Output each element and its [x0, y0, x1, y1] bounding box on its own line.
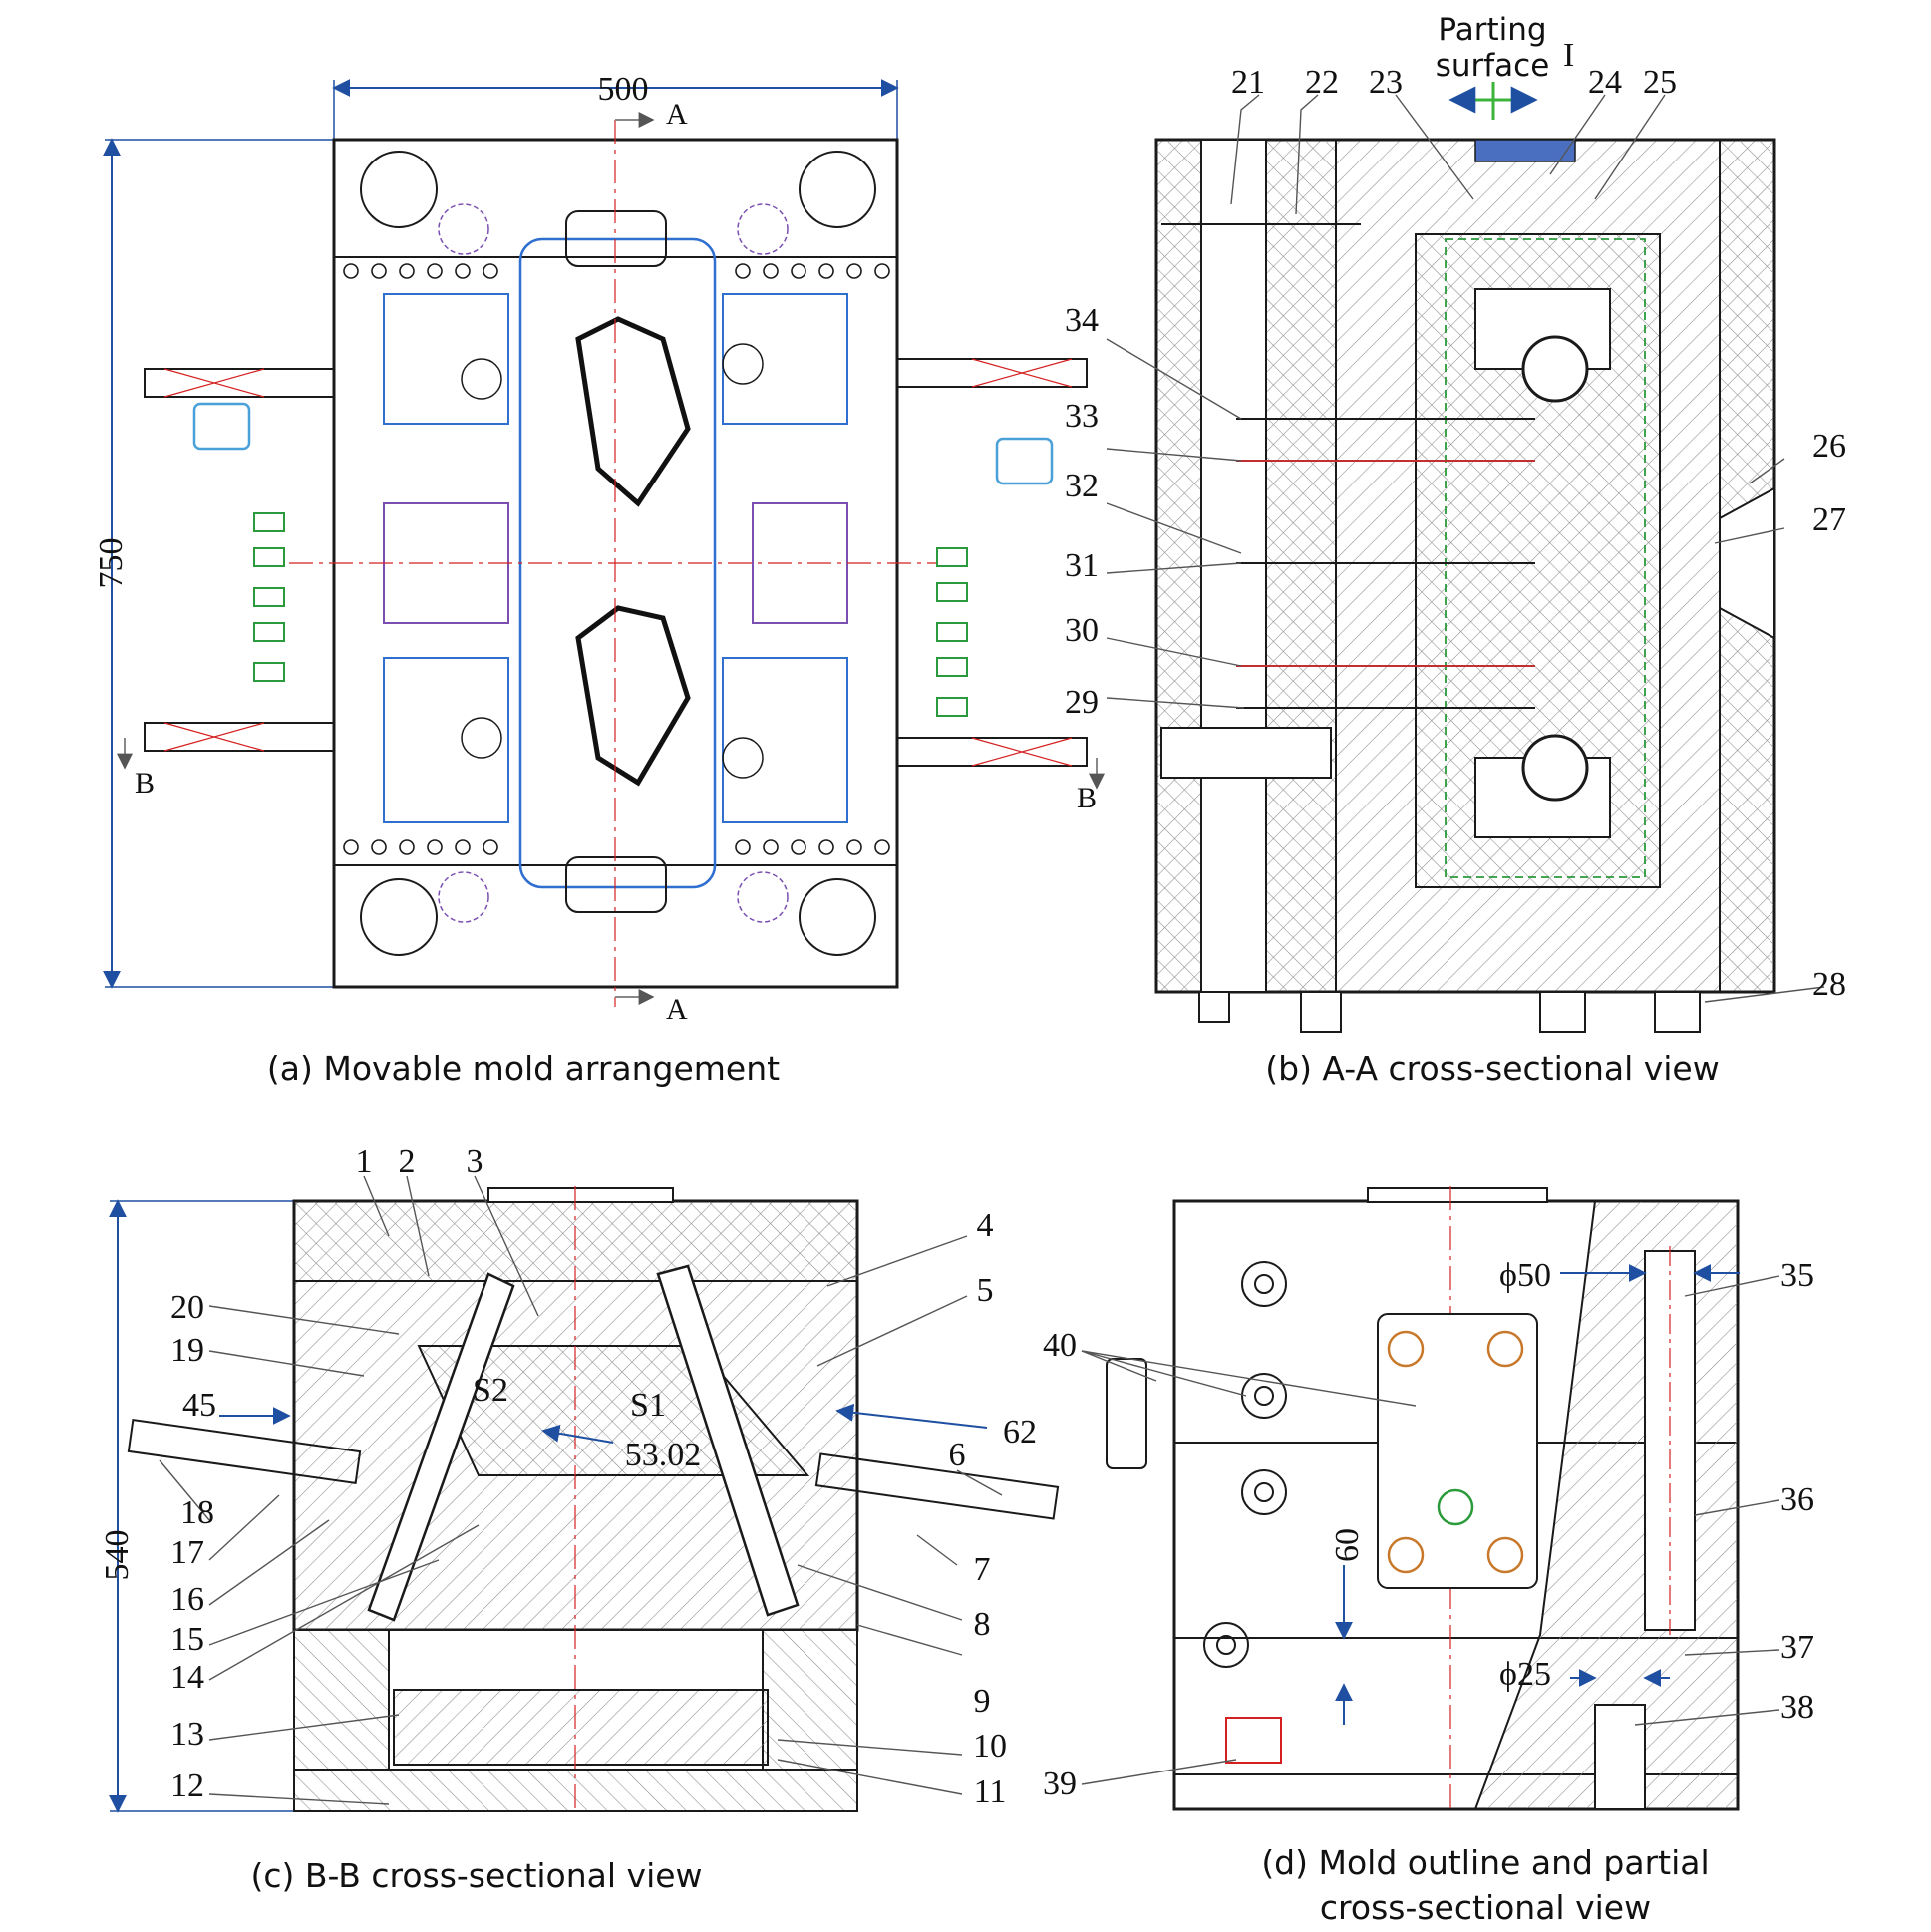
label-9: 9	[974, 1683, 991, 1720]
label-27: 27	[1812, 501, 1846, 538]
label-15: 15	[170, 1621, 204, 1658]
label-24: 24	[1588, 64, 1622, 101]
label-12: 12	[170, 1768, 204, 1804]
parting-label-1: Parting	[1438, 12, 1546, 48]
dim-height-label: 750	[93, 538, 130, 589]
caption-c: (c) B-B cross-sectional view	[250, 1856, 702, 1895]
parting-label-2: surface	[1436, 48, 1550, 84]
label-7: 7	[974, 1551, 991, 1588]
label-1: 1	[356, 1143, 373, 1180]
panel-a-movable-mold: 500 750	[93, 71, 1105, 1088]
label-26: 26	[1812, 428, 1846, 465]
label-3: 3	[467, 1143, 483, 1180]
label-5: 5	[977, 1272, 994, 1309]
label-6: 6	[949, 1437, 966, 1473]
panel-b-aa-section: Parting surface I	[1065, 12, 1846, 1088]
label-11: 11	[974, 1773, 1007, 1810]
label-14: 14	[170, 1659, 204, 1696]
label-4: 4	[977, 1207, 994, 1244]
label-16: 16	[170, 1581, 204, 1618]
label-31: 31	[1065, 547, 1099, 584]
section-b-left: B	[135, 767, 155, 800]
label-39: 39	[1043, 1766, 1077, 1802]
label-21: 21	[1231, 64, 1265, 101]
label-18: 18	[180, 1494, 214, 1531]
label-13: 13	[170, 1716, 204, 1753]
dim-62-label: 62	[1003, 1414, 1037, 1450]
label-22: 22	[1305, 64, 1339, 101]
panel-d-mold-outline: ϕ50 ϕ25 60 35 36 37 38 39 40 (d) Mold ou…	[1043, 1186, 1814, 1927]
dim-540-label: 540	[99, 1530, 136, 1581]
section-b-right: B	[1077, 782, 1097, 814]
label-8: 8	[974, 1606, 991, 1643]
label-29: 29	[1065, 684, 1099, 721]
label-33: 33	[1065, 398, 1099, 435]
label-37: 37	[1780, 1629, 1814, 1666]
dim-width-label: 500	[598, 71, 649, 108]
section-a-top: A	[666, 98, 688, 131]
s1-label: S1	[630, 1387, 666, 1424]
label-38: 38	[1780, 1689, 1814, 1726]
detail-mark: I	[1563, 37, 1574, 74]
dim-phi25-label: ϕ25	[1499, 1656, 1551, 1693]
label-30: 30	[1065, 612, 1099, 649]
caption-a: (a) Movable mold arrangement	[267, 1049, 780, 1088]
label-32: 32	[1065, 468, 1099, 504]
dim-phi50-label: ϕ50	[1499, 1257, 1551, 1294]
label-23: 23	[1369, 64, 1403, 101]
panel-c-bb-section: 540 45 62 53.02 S2 S1	[99, 1143, 1060, 1895]
caption-d-line1: (d) Mold outline and partial	[1261, 1843, 1709, 1882]
label-40: 40	[1043, 1327, 1077, 1364]
label-19: 19	[170, 1332, 204, 1369]
label-35: 35	[1780, 1257, 1814, 1294]
label-17: 17	[170, 1534, 204, 1571]
caption-b: (b) A-A cross-sectional view	[1265, 1049, 1719, 1088]
label-2: 2	[399, 1143, 416, 1180]
caption-d-line2: cross-sectional view	[1320, 1888, 1651, 1927]
label-34: 34	[1065, 302, 1099, 339]
dim-45-label: 45	[182, 1387, 216, 1424]
label-36: 36	[1780, 1481, 1814, 1518]
label-20: 20	[170, 1289, 204, 1326]
s2-label: S2	[473, 1372, 508, 1409]
section-a-bottom: A	[666, 993, 688, 1026]
label-28: 28	[1812, 966, 1846, 1003]
label-10: 10	[973, 1728, 1007, 1765]
dim-60-label: 60	[1329, 1528, 1366, 1562]
dim-angle-label: 53.02	[625, 1437, 702, 1473]
label-25: 25	[1643, 64, 1677, 101]
